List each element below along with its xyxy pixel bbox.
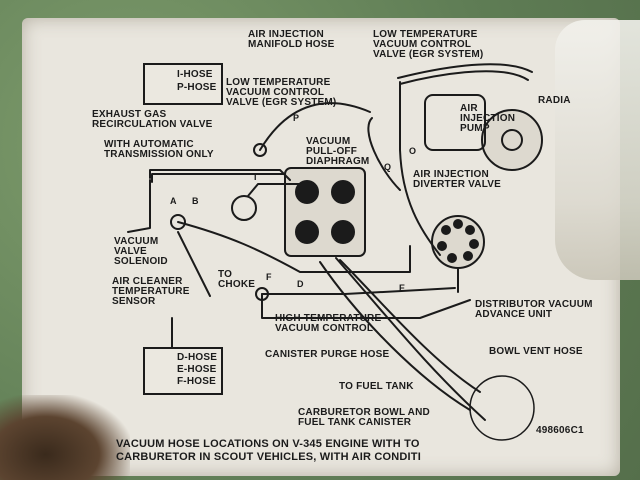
label-air-injection-manifold-hose: AIR INJECTION MANIFOLD HOSE (248, 29, 335, 50)
hose-letter-b: B (192, 196, 199, 206)
rust-stain (0, 395, 130, 480)
hose-letter-f: F (266, 272, 272, 282)
label-canister-purge-hose: CANISTER PURGE HOSE (265, 349, 390, 360)
hose-legend-item: I-HOSE (177, 69, 213, 80)
hose-letter-i: I (254, 172, 257, 182)
hose-legend-item: F-HOSE (177, 376, 216, 387)
diagram-caption: VACUUM HOSE LOCATIONS ON V-345 ENGINE WI… (116, 438, 421, 463)
peeling-label-edge (555, 20, 640, 280)
hose-legend-item: P-HOSE (177, 82, 217, 93)
label-to-choke: TO CHOKE (218, 269, 256, 290)
hose-letter-e: E (399, 283, 406, 293)
hose-letter-a: A (170, 196, 177, 206)
label-low-temp-vacuum-control-top: LOW TEMPERATURE VACUUM CONTROL VALVE (EG… (373, 29, 484, 60)
label-to-fuel-tank: TO FUEL TANK (339, 381, 414, 392)
canister-icon (469, 375, 535, 441)
hose-letter-q: Q (384, 162, 392, 172)
carburetor-icon (284, 167, 366, 257)
label-air-cleaner-temperature-sensor: AIR CLEANER TEMPERATURE SENSOR (112, 276, 190, 307)
label-carburetor-bowl-canister: CARBURETOR BOWL AND FUEL TANK CANISTER (298, 407, 430, 428)
hose-legend-box-bottom: D-HOSE E-HOSE F-HOSE (143, 347, 223, 395)
part-number: 498606C1 (536, 425, 584, 436)
label-with-automatic-transmission: WITH AUTOMATIC TRANSMISSION ONLY (104, 139, 214, 160)
hose-legend-item: E-HOSE (177, 364, 217, 375)
label-distributor-vacuum-advance-unit: DISTRIBUTOR VACUUM ADVANCE UNIT (475, 299, 593, 320)
label-radiator: RADIA (538, 95, 571, 106)
hose-legend-item: D-HOSE (177, 352, 218, 363)
label-exhaust-gas-recirculation-valve: EXHAUST GAS RECIRCULATION VALVE (92, 109, 213, 130)
hose-legend-box-top: I-HOSE P-HOSE (143, 63, 223, 105)
label-vacuum-pulloff-diaphragm: VACUUM PULL-OFF DIAPHRAGM (306, 136, 370, 167)
label-bowl-vent-hose: BOWL VENT HOSE (489, 346, 583, 357)
hose-letter-d: D (297, 279, 304, 289)
label-air-injection-diverter-valve: AIR INJECTION DIVERTER VALVE (413, 169, 501, 190)
label-high-temperature-vacuum-control: HIGH TEMPERATURE VACUUM CONTROL (275, 313, 382, 334)
hose-letter-p: P (293, 113, 300, 123)
hose-letter-o: O (409, 146, 417, 156)
label-air-injection-pump: AIR INJECTION PUMP (460, 103, 516, 134)
distributor-cap-icon (431, 215, 485, 293)
air-cleaner-sensor-icon (170, 214, 186, 230)
label-low-temp-vacuum-control-left: LOW TEMPERATURE VACUUM CONTROL VALVE (EG… (226, 77, 337, 108)
vacuum-control-valve-icon (253, 143, 267, 157)
air-pump-icon (424, 94, 543, 171)
label-vacuum-valve-solenoid: VACUUM VALVE SOLENOID (114, 236, 168, 267)
egr-valve-icon (231, 195, 257, 221)
